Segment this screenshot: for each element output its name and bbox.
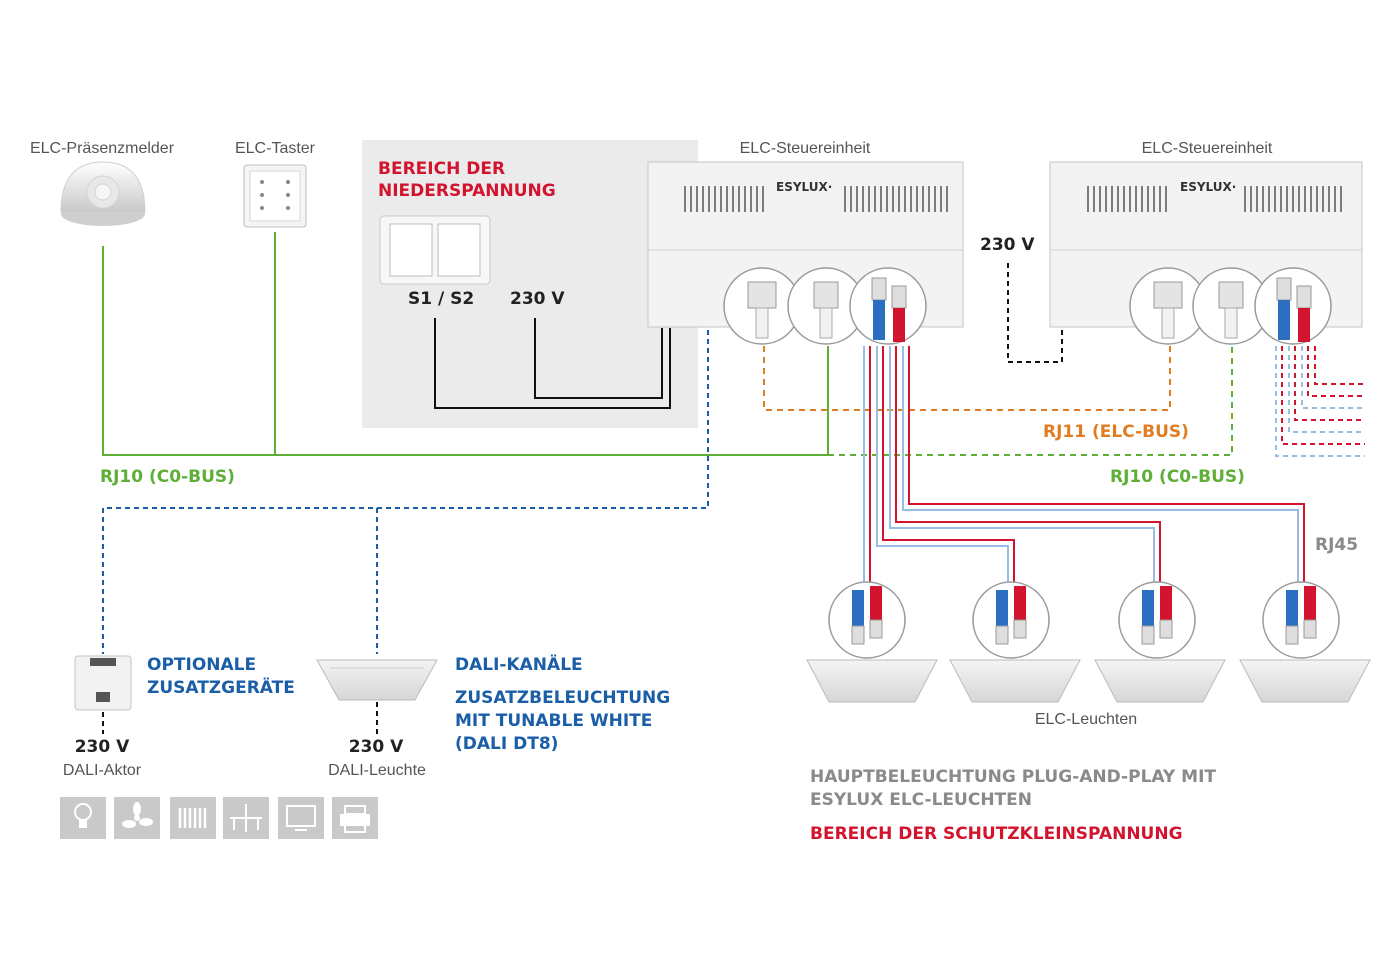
low-voltage-title-2: NIEDERSPANNUNG xyxy=(378,181,556,201)
main-lighting-title-1: HAUPTBELEUCHTUNG PLUG-AND-PLAY MIT xyxy=(810,767,1216,787)
dali-wiring xyxy=(102,330,709,654)
rj45-label: RJ45 xyxy=(1315,535,1358,555)
rj10-label-right: RJ10 (C0-BUS) xyxy=(1110,467,1245,487)
elc-light-2 xyxy=(949,581,1081,703)
dali-channels-title: DALI-KANÄLE xyxy=(455,653,583,675)
device-icons xyxy=(60,797,378,839)
push-button-label: ELC-Taster xyxy=(235,140,316,157)
printer-icon xyxy=(332,797,378,839)
main-lighting-title-2: ESYLUX ELC-LEUCHTEN xyxy=(810,790,1032,810)
rj10-port-unit-1 xyxy=(787,267,865,345)
fan-icon xyxy=(114,797,160,839)
monitor-icon xyxy=(278,797,324,839)
elc-light-4 xyxy=(1239,581,1371,703)
s1-s2-label: S1 / S2 xyxy=(408,289,474,309)
brand-logo-2: ESYLUX· xyxy=(1180,180,1236,194)
dali-lamp xyxy=(316,659,438,701)
brand-logo-1: ESYLUX· xyxy=(776,180,832,194)
c0-bus-wiring xyxy=(102,232,1233,456)
elc-bus-wiring xyxy=(763,346,1171,411)
voltage-label-a: 230 V xyxy=(510,289,565,309)
motion-sensor-label: ELC-Präsenzmelder xyxy=(30,140,175,157)
blinds-icon xyxy=(223,797,269,839)
aktor-label: DALI-Aktor xyxy=(63,762,142,779)
radiator-icon xyxy=(170,797,216,839)
extra-lighting-2: MIT TUNABLE WHITE xyxy=(455,711,652,731)
control-unit-1-label: ELC-Steuereinheit xyxy=(740,140,871,157)
rj45-cabling xyxy=(863,346,1305,582)
low-voltage-title-1: BEREICH DER xyxy=(378,159,505,179)
extra-lighting-3: (DALI DT8) xyxy=(455,734,558,754)
optional-title-2: ZUSATZGERÄTE xyxy=(147,676,295,698)
safety-voltage-title: BEREICH DER SCHUTZKLEINSPANNUNG xyxy=(810,824,1183,844)
voltage-label-b: 230 V xyxy=(980,235,1035,255)
motion-sensor xyxy=(60,161,146,226)
rj11-label: RJ11 (ELC-BUS) xyxy=(1043,422,1189,442)
optional-title-1: OPTIONALE xyxy=(147,655,256,675)
rj45-ports-unit-2 xyxy=(1254,267,1332,345)
rj45-ports-unit-1 xyxy=(849,267,927,345)
rj10-label-left: RJ10 (C0-BUS) xyxy=(100,467,235,487)
mains-wiring xyxy=(434,262,1063,409)
bulb-icon xyxy=(60,797,106,839)
dali-lamp-voltage: 230 V xyxy=(349,737,404,757)
dali-lamp-label: DALI-Leuchte xyxy=(328,762,426,779)
elc-lights-label: ELC-Leuchten xyxy=(1035,711,1137,728)
wall-switch xyxy=(379,215,491,285)
control-unit-2-label: ELC-Steuereinheit xyxy=(1142,140,1273,157)
dali-actuator xyxy=(74,655,132,711)
push-button-device xyxy=(243,164,307,228)
elc-light-1 xyxy=(806,581,938,703)
elc-light-3 xyxy=(1094,581,1226,703)
extra-lighting-1: ZUSATZBELEUCHTUNG xyxy=(455,688,670,708)
continuation-wiring xyxy=(1275,346,1365,457)
rj11-port-unit-2 xyxy=(1129,267,1207,345)
aktor-voltage: 230 V xyxy=(75,737,130,757)
